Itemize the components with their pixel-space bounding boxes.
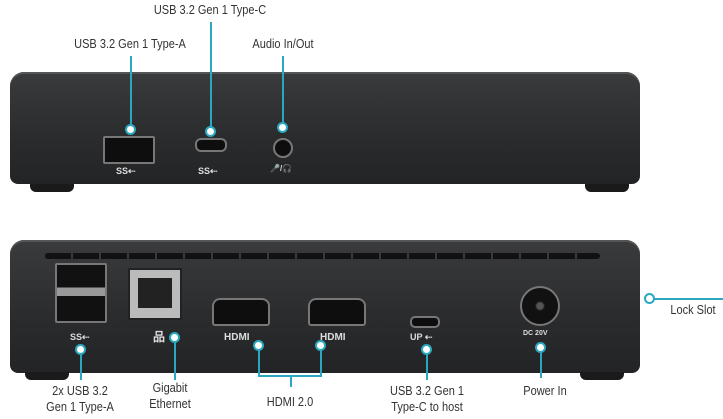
vent-strip xyxy=(45,253,600,259)
ethernet-port xyxy=(128,268,182,320)
usb-a-stack xyxy=(55,263,107,323)
label-lock-slot: Lock Slot xyxy=(670,303,716,317)
foot xyxy=(30,184,74,192)
hdmi-logo: HDMI xyxy=(320,332,346,343)
hdmi-logo: HDMI xyxy=(224,332,250,343)
usb-a-port xyxy=(103,136,155,164)
usb-c-host-port xyxy=(410,316,440,328)
usb-up-logo: UP ⇠ xyxy=(410,332,433,342)
label-hdmi: HDMI 2.0 xyxy=(266,395,314,409)
superspeed-logo: SS⇠ xyxy=(70,332,90,342)
label-power: Power In xyxy=(523,384,567,398)
hdmi-port-2 xyxy=(308,298,366,326)
label-usb-a: USB 3.2 Gen 1 Type-A xyxy=(74,37,186,51)
superspeed-logo: SS⇠ xyxy=(116,166,136,176)
dock-front-view xyxy=(10,72,640,184)
hdmi-port-1 xyxy=(212,298,270,326)
dc-jack xyxy=(520,286,560,326)
dc-label: DC 20V xyxy=(523,330,548,337)
audio-icon: 🎤/🎧 xyxy=(270,164,293,173)
usb-c-port xyxy=(195,138,227,152)
foot xyxy=(585,184,629,192)
superspeed-logo: SS⇠ xyxy=(198,166,218,176)
label-audio: Audio In/Out xyxy=(252,37,314,51)
audio-jack xyxy=(273,138,293,158)
network-icon: 品 xyxy=(153,330,166,344)
label-usb-c: USB 3.2 Gen 1 Type-C xyxy=(153,3,267,17)
